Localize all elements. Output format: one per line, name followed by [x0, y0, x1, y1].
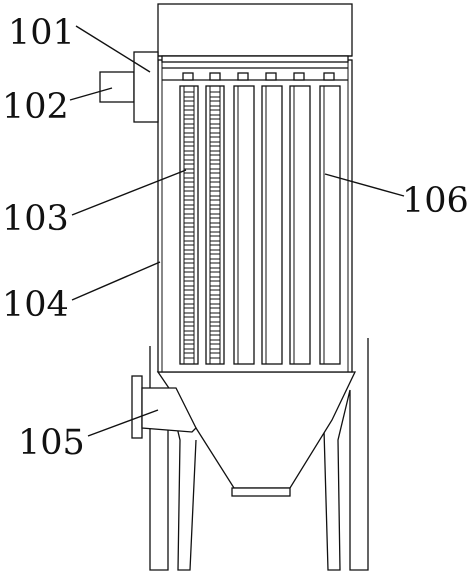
filter-cage-segment	[209, 208, 221, 215]
label-102: 102	[2, 87, 69, 127]
filter-cage-segment	[183, 352, 195, 359]
filter-cage-segment	[183, 100, 195, 107]
plain-filter-bag	[233, 85, 255, 365]
filter-cage-segment	[183, 289, 195, 296]
filter-cage-segment	[209, 199, 221, 206]
filter-cage-segment	[209, 154, 221, 161]
filter-cage-segment	[209, 109, 221, 116]
top-cover	[157, 3, 353, 81]
plain-filter-bag	[261, 85, 283, 365]
filter-cage-segment	[183, 280, 195, 287]
filter-cage-segment	[209, 145, 221, 152]
filter-cage-segment	[183, 118, 195, 125]
filter-cage-segment	[209, 334, 221, 341]
filter-cage-segment	[209, 289, 221, 296]
filter-cage-segment	[209, 100, 221, 107]
filter-cage-segment	[209, 172, 221, 179]
filter-cage-segment	[209, 118, 221, 125]
right-support-leg	[323, 338, 369, 571]
filter-cage-segment	[209, 217, 221, 224]
filter-cage-segment	[209, 298, 221, 305]
plain-filter-bag	[289, 85, 311, 365]
filter-cage-segment	[183, 334, 195, 341]
filter-cage-segment	[183, 262, 195, 269]
label-106: 106	[402, 181, 469, 221]
outlet-pipe	[131, 375, 197, 439]
filter-cage-segment	[183, 343, 195, 350]
label-103: 103	[2, 199, 69, 239]
filter-cage-segment	[183, 316, 195, 323]
filter-cage-segment	[209, 316, 221, 323]
label-105: 105	[18, 423, 85, 463]
filter-cage-segment	[183, 181, 195, 188]
filter-cage-segment	[183, 235, 195, 242]
filter-cage-segment	[183, 307, 195, 314]
filter-cage-segment	[183, 217, 195, 224]
filter-cage-segment	[183, 163, 195, 170]
filter-cage-segment	[209, 262, 221, 269]
filter-cage-segment	[183, 172, 195, 179]
filter-cage-segment	[209, 127, 221, 134]
filter-cage-segment	[209, 226, 221, 233]
filter-cage-segment	[209, 181, 221, 188]
filter-cage-segment	[183, 199, 195, 206]
filter-bags	[179, 85, 341, 365]
filter-cage-segment	[183, 271, 195, 278]
filter-cage-segment	[209, 136, 221, 143]
label-104: 104	[2, 285, 69, 325]
filter-cage-segment	[183, 190, 195, 197]
filter-cage-segment	[209, 235, 221, 242]
filter-cage-segment	[209, 91, 221, 98]
filter-cage-segment	[209, 271, 221, 278]
filter-cage-segment	[183, 145, 195, 152]
filter-cage-segment	[209, 190, 221, 197]
filter-cage-segment	[209, 253, 221, 260]
filter-cage-segment	[209, 307, 221, 314]
filter-cage-segment	[183, 91, 195, 98]
filter-cage-segment	[183, 253, 195, 260]
filter-cage-segment	[183, 154, 195, 161]
filter-cage-segment	[183, 127, 195, 134]
filter-cage-segment	[183, 109, 195, 116]
filter-cage-segment	[209, 325, 221, 332]
filter-cage-segment	[209, 163, 221, 170]
filter-cage-segment	[183, 325, 195, 332]
filter-cage-segment	[209, 352, 221, 359]
filter-cage-segment	[183, 298, 195, 305]
filter-cage-segment	[183, 244, 195, 251]
filter-cage-segment	[183, 208, 195, 215]
plain-filter-bag	[319, 85, 341, 365]
filter-cage-segment	[183, 226, 195, 233]
label-101: 101	[8, 13, 75, 53]
filter-cage-segment	[209, 244, 221, 251]
filter-cage-segment	[209, 343, 221, 350]
leader-lines	[69, 25, 405, 437]
filter-cage-segment	[183, 136, 195, 143]
filter-cage-segment	[209, 280, 221, 287]
inlet-pipe	[99, 51, 159, 123]
nozzle-row	[182, 72, 335, 81]
